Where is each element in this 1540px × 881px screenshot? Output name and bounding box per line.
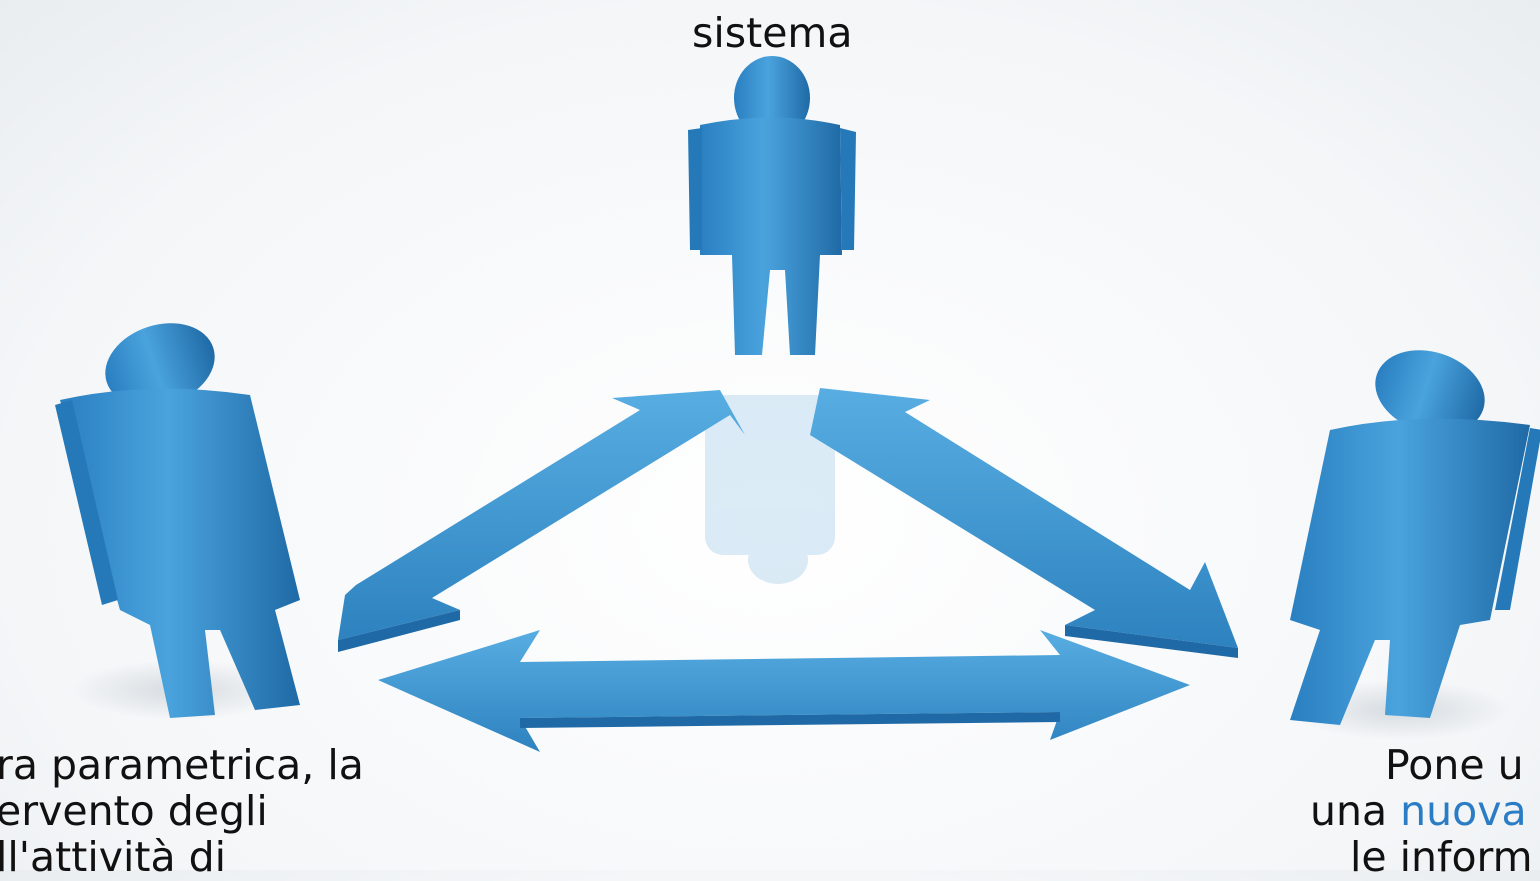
caption-right: Pone u una nuova le inform	[1310, 742, 1533, 880]
arrow-top-left-icon	[338, 390, 745, 652]
caption-right-line: una nuova	[1310, 788, 1533, 834]
caption-right-prefix: una	[1310, 787, 1401, 835]
person-right-icon	[1290, 350, 1540, 740]
caption-left-line: ervento degli	[0, 787, 268, 835]
arrow-bottom-icon	[378, 630, 1190, 752]
caption-top: sistema	[692, 9, 853, 57]
caption-right-line: Pone u	[1385, 741, 1524, 789]
caption-left-line: ll'attività di	[0, 833, 227, 881]
arrow-top-right-icon	[810, 388, 1238, 658]
caption-left-line: ra parametrica, la	[0, 741, 364, 789]
person-top-icon	[688, 56, 856, 584]
caption-right-line: le inform	[1350, 833, 1533, 881]
caption-left: ra parametrica, la ervento degli ll'atti…	[0, 742, 364, 880]
person-left-icon	[55, 323, 300, 720]
caption-right-accent: nuova	[1400, 787, 1527, 835]
